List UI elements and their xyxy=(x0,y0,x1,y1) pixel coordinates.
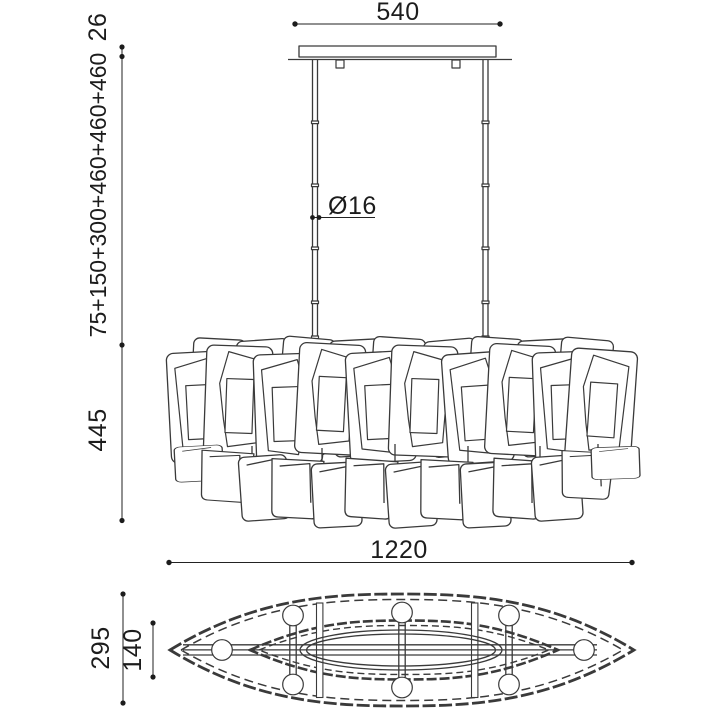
dim-rod-chain-label: 75+150+300+460+460+460 xyxy=(85,53,111,338)
dim-diameter-label: Ø16 xyxy=(328,192,377,220)
suspension-rods xyxy=(310,59,490,352)
crystal-panel xyxy=(564,348,638,462)
center-bar xyxy=(183,644,597,656)
outer-crystal-band xyxy=(167,592,637,708)
hook-left xyxy=(335,59,345,69)
dimension-overall-length: 1220 xyxy=(166,536,635,566)
chandelier-body xyxy=(165,335,641,530)
dimension-left-chain: 26 75+150+300+460+460+460 445 xyxy=(84,13,125,524)
cross-rods xyxy=(211,601,595,699)
dimension-plan-widths: 295 140 xyxy=(87,591,156,706)
crystal-panel xyxy=(590,445,641,481)
bar-end-right xyxy=(573,639,595,661)
bar-end-left xyxy=(211,639,233,661)
plan-view xyxy=(167,592,637,708)
rod-joints xyxy=(310,120,490,340)
dim-540-label: 540 xyxy=(376,0,419,26)
dim-1220-label: 1220 xyxy=(370,536,428,564)
dim-295-label: 295 xyxy=(87,626,115,669)
dim-26-label: 26 xyxy=(84,13,112,42)
dim-140-label: 140 xyxy=(119,628,147,671)
diameter-callout: Ø16 xyxy=(310,192,377,220)
dim-445-label: 445 xyxy=(84,408,112,451)
ceiling-canopy xyxy=(288,45,512,69)
hook-right xyxy=(451,59,461,69)
dimension-canopy-width: 540 xyxy=(292,0,503,27)
